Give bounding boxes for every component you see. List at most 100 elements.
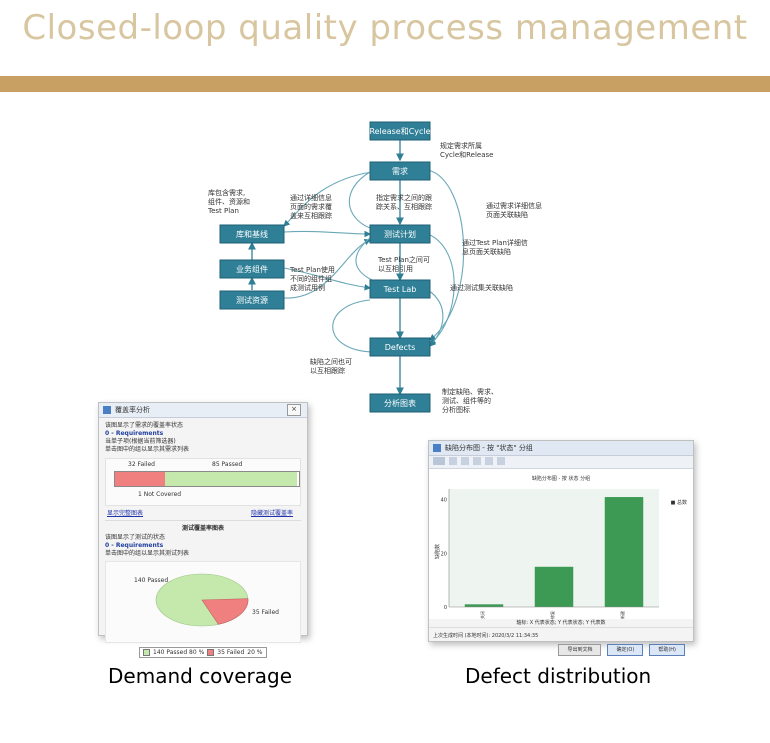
close-icon[interactable]: × <box>287 404 301 416</box>
node-requirements: 需求 <box>369 161 431 181</box>
svg-text:组件、资源和: 组件、资源和 <box>208 197 250 206</box>
ok-button[interactable]: 确定(O) <box>607 644 644 656</box>
distribution-buttons: 导出到文档 确定(O) 帮助(H) <box>429 640 693 660</box>
svg-text:通过测试集关联缺陷: 通过测试集关联缺陷 <box>450 283 513 292</box>
section-text-line: 该图显示了测试的状态 <box>105 534 166 541</box>
edge-lab-defects-side <box>427 289 444 347</box>
annotation-testplan-defects: 通过Test Plan详细信 息页面关联缺陷 <box>462 238 528 256</box>
toolbar-button-icon[interactable] <box>461 457 469 465</box>
legend-failed-text: 35 Failed <box>217 648 245 656</box>
svg-text:通过详细信息: 通过详细信息 <box>290 193 332 202</box>
annotation-analysis-charts: 制定缺陷、需求、 测试、组件等的 分析图标 <box>442 387 498 414</box>
coverage-analysis-window: 覆盖率分析 × 该图显示了需求的覆盖率状态 0 - Requirements 当… <box>98 402 308 658</box>
svg-text:规定需求所属: 规定需求所属 <box>440 141 482 150</box>
svg-text:以互相跟踪: 以互相跟踪 <box>310 366 345 375</box>
edge-req-defects <box>427 169 465 341</box>
svg-text:页面关联缺陷: 页面关联缺陷 <box>486 210 528 219</box>
coverage-bar-panel: 32 Failed 85 Passed 1 Not Covered <box>105 458 301 506</box>
svg-text:踪关系、互相跟踪: 踪关系、互相跟踪 <box>376 202 432 211</box>
svg-text:测试资源: 测试资源 <box>236 295 268 305</box>
pie-slice-failed[interactable] <box>201 598 249 625</box>
legend-failed-pct: 20 % <box>247 648 263 656</box>
svg-text:息页面关联缺陷: 息页面关联缺陷 <box>462 247 511 256</box>
edge-req-lib <box>283 171 373 227</box>
page-title: Closed-loop quality process management <box>22 8 748 48</box>
bar-2[interactable] <box>604 497 644 607</box>
node-release: Release和Cycle <box>369 121 431 141</box>
coverage-intro-line: 当单子项(根据当前筛选器) <box>105 438 176 445</box>
defect-distribution-window: 缺陷分布图 - 按 "状态" 分组 缺陷分布图 - 按 状态 分组 ■ 总数 缺… <box>428 440 694 656</box>
svg-text:Test Plan使用: Test Plan使用 <box>289 265 335 274</box>
y-tick-label: 40 <box>441 498 447 504</box>
export-button[interactable]: 导出到文档 <box>558 644 602 656</box>
distribution-footer-note: 轴标: X 代表状态; Y 代表状态; Y 代表数 <box>516 620 606 626</box>
section-text-line: 0 - Requirements <box>105 542 164 549</box>
legend-failed-swatch <box>207 649 215 656</box>
test-coverage-pie-chart[interactable]: 140 Passed 35 Failed <box>106 562 300 640</box>
svg-text:盖来互相跟踪: 盖来互相跟踪 <box>290 211 332 220</box>
annotation-library-contents: 库包含需求, 组件、资源和 Test Plan <box>207 188 250 215</box>
help-button[interactable]: 帮助(H) <box>649 644 685 656</box>
node-test-resources: 测试资源 <box>219 290 285 310</box>
coverage-notcovered-segment[interactable] <box>297 472 299 486</box>
coverage-intro-line: 0 - Requirements <box>105 430 164 437</box>
coverage-intro-line: 单击图中的组以显示其需求列表 <box>105 446 190 453</box>
toolbar-button-icon[interactable] <box>449 457 457 465</box>
hide-test-coverage-link[interactable]: 隐藏测试覆盖率 <box>250 510 293 517</box>
svg-text:业务组件: 业务组件 <box>236 264 268 274</box>
edge-plan-loop <box>355 237 373 281</box>
annotation-requirement-tracing: 指定需求之间的跟 踪关系、互相跟踪 <box>376 193 432 211</box>
coverage-app-icon <box>103 406 111 414</box>
toolbar-button-icon[interactable] <box>485 457 493 465</box>
defect-bar-chart[interactable]: 缺陷数 02040已关闭已修复新建 <box>429 469 693 619</box>
pie-legend: 140 Passed 80 % 35 Failed 20 % <box>139 647 267 658</box>
coverage-failed-segment[interactable] <box>115 472 165 486</box>
edge-defects-loop <box>332 299 373 353</box>
svg-text:以互相引用: 以互相引用 <box>378 264 413 273</box>
toolbar-button-icon[interactable] <box>433 457 445 465</box>
passed-count-label: 85 Passed <box>212 461 243 468</box>
test-coverage-description: 该图显示了测试的状态 0 - Requirements 单击图中的组以显示其测试… <box>99 533 307 559</box>
svg-text:分析图标: 分析图标 <box>442 405 470 414</box>
node-business-components: 业务组件 <box>219 259 285 279</box>
legend-passed-swatch <box>143 649 150 656</box>
failed-count-label: 32 Failed <box>128 461 155 468</box>
svg-text:库包含需求,: 库包含需求, <box>208 188 245 197</box>
coverage-intro: 该图显示了需求的覆盖率状态 0 - Requirements 当单子项(根据当前… <box>99 418 307 458</box>
svg-text:成测试用例: 成测试用例 <box>290 283 325 292</box>
show-full-chart-link[interactable]: 显示完整图表 <box>107 510 144 517</box>
bar-1[interactable] <box>534 566 574 607</box>
svg-text:分析图表: 分析图表 <box>384 398 416 408</box>
distribution-chart-title: 缺陷分布图 - 按 状态 分组 <box>531 476 591 482</box>
svg-text:页面的需求覆: 页面的需求覆 <box>290 202 332 211</box>
toolbar-button-icon[interactable] <box>497 457 505 465</box>
svg-text:Defects: Defects <box>385 343 416 352</box>
toolbar-button-icon[interactable] <box>473 457 481 465</box>
svg-text:缺陷之间也可: 缺陷之间也可 <box>310 357 352 366</box>
edge-req-loop <box>348 171 371 229</box>
y-tick-label: 0 <box>444 605 447 611</box>
notcovered-count-label: 1 Not Covered <box>138 491 182 498</box>
node-analysis-charts: 分析图表 <box>369 393 431 413</box>
coverage-intro-line: 该图显示了需求的覆盖率状态 <box>105 422 184 429</box>
y-tick-label: 20 <box>441 551 447 557</box>
annotation-testplan-components: Test Plan使用 不同的组件组 成测试用例 <box>289 265 335 292</box>
caption-demand-coverage: Demand coverage <box>108 664 293 688</box>
flow-edges <box>248 140 465 396</box>
coverage-window-titlebar: 覆盖率分析 × <box>99 403 307 418</box>
distribution-status-line: 上次生成时间 (本地时间): 2020/3/2 11:34:35 <box>429 627 693 640</box>
y-axis-label: 缺陷数 <box>434 544 441 559</box>
coverage-links: 显示完整图表 隐藏测试覆盖率 <box>105 510 301 521</box>
svg-text:指定需求之间的跟: 指定需求之间的跟 <box>376 193 432 202</box>
distribution-window-title: 缺陷分布图 - 按 "状态" 分组 <box>445 444 533 452</box>
caption-defect-distribution: Defect distribution <box>465 664 652 688</box>
coverage-stacked-bar[interactable] <box>114 471 300 487</box>
distribution-toolbar <box>429 456 693 469</box>
node-library-baseline: 库和基线 <box>219 224 285 244</box>
coverage-passed-segment[interactable] <box>164 472 298 486</box>
annotation-coverage-tracking: 通过详细信息 页面的需求覆 盖来互相跟踪 <box>290 193 332 220</box>
annotation-release-scope: 规定需求所属 Cycle和Release <box>440 141 493 159</box>
bar-0[interactable] <box>464 604 504 607</box>
annotation-testset-defects: 通过测试集关联缺陷 <box>450 283 513 292</box>
